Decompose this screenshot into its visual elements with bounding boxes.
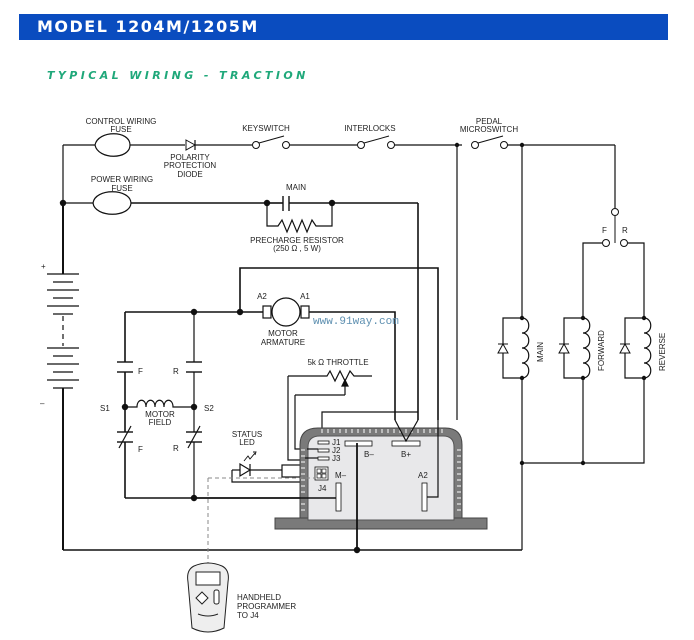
j4-connector [314,466,329,481]
main-coil-diode [497,342,509,354]
direction-switch-common [611,208,619,216]
label-field: FIELD [149,418,172,427]
label-armature: ARMATURE [261,338,305,347]
label-j3: J3 [332,454,341,463]
armature-a2-wire [239,267,439,420]
m-minus-terminal [335,482,342,512]
keyswitch-lever [258,135,285,144]
label-battery-plus: + [41,262,46,271]
label-j4: J4 [318,484,327,493]
power-fuse-symbol [63,191,132,204]
label-pedal: MICROSWITCH [460,125,518,134]
status-led-symbol [239,462,252,478]
label-power-fuse: FUSE [111,184,132,193]
label-precharge: PRECHARGE RESISTOR [250,236,344,245]
armature-a1-wire [306,311,396,420]
pedal-contact [471,141,479,149]
label-interlocks: INTERLOCKS [344,124,395,133]
motor-field-coil [125,399,194,408]
label-diode: POLARITY [170,153,210,162]
b-minus-terminal [344,440,373,447]
label-s1: S1 [100,404,110,413]
j3-terminal [317,456,330,461]
label-r-bottom: R [173,444,179,453]
battery-symbol [47,270,79,389]
label-direction-r: R [622,226,628,235]
j2-terminal [317,448,330,453]
label-f-top: F [138,367,143,376]
label-status-led: LED [239,438,255,447]
forward-coil-diode [558,342,570,354]
label-j1: J1 [332,438,341,447]
label-throttle: 5k Ω THROTTLE [307,358,368,367]
label-diode: PROTECTION [164,161,217,170]
interlocks-contact [387,141,395,149]
label-s2: S2 [204,404,214,413]
pedal-contact [500,141,508,149]
section-subtitle: TYPICAL WIRING - TRACTION [47,69,309,82]
label-armature: MOTOR [268,329,298,338]
j1-terminal [317,440,330,445]
reverse-coil [643,317,652,379]
label-diode: DIODE [177,170,202,179]
label-pedal: PEDAL [476,117,503,126]
label-b-minus: B– [364,450,374,459]
page-title: MODEL 1204M/1205M [37,17,259,36]
label-j2: J2 [332,446,341,455]
interlocks-contact [357,141,365,149]
label-r-top: R [173,367,179,376]
direction-switch-f [602,239,610,247]
label-coil-reverse: REVERSE [658,333,667,371]
label-control-fuse: FUSE [110,125,131,134]
label-f-bottom: F [138,445,143,454]
label-battery-minus: – [40,399,45,408]
control-fuse-symbol [63,133,131,157]
polarity-diode-symbol [185,139,197,151]
keyswitch-contact [282,141,290,149]
reverse-coil-diode [619,342,631,354]
label-programmer: PROGRAMMER [237,602,296,611]
label-a2-terminal: A2 [418,471,428,480]
label-programmer: HANDHELD [237,593,281,602]
direction-switch-r [620,239,628,247]
junction-dots [59,142,647,554]
precharge-resistor-symbol [266,203,333,234]
label-power-fuse: POWER WIRING [91,175,153,184]
interlocks-lever [363,135,390,144]
watermark: www.91way.com [313,316,399,328]
label-coil-main: MAIN [536,342,545,362]
label-keyswitch: KEYSWITCH [242,124,290,133]
label-a2: A2 [257,292,267,301]
power-fuse-symbol [92,202,132,215]
label-direction-f: F [602,226,607,235]
label-a1: A1 [300,292,310,301]
label-field: MOTOR [145,410,175,419]
label-m-minus: M– [335,471,347,480]
label-status-led: STATUS [232,430,262,439]
label-control-fuse: CONTROL WIRING [86,117,157,126]
handheld-programmer [187,562,229,633]
motor-armature-symbol [271,297,301,327]
motor-controller [274,427,488,530]
a2-terminal [421,482,428,512]
label-programmer: TO J4 [237,611,259,620]
header-bar [19,14,668,40]
label-b-plus: B+ [401,450,411,459]
label-precharge: (250 Ω , 5 W) [273,244,321,253]
keyswitch-contact [252,141,260,149]
a2-wire [427,420,439,498]
label-main-contactor: MAIN [286,183,306,192]
throttle-potentiometer [288,369,372,383]
labels: CONTROL WIRING FUSE POLARITY PROTECTION … [40,117,667,620]
forward-coil [582,317,591,379]
main-coil [521,317,530,379]
b-plus-wire [394,419,419,443]
pedal-lever [477,135,504,144]
label-coil-forward: FORWARD [597,330,606,371]
